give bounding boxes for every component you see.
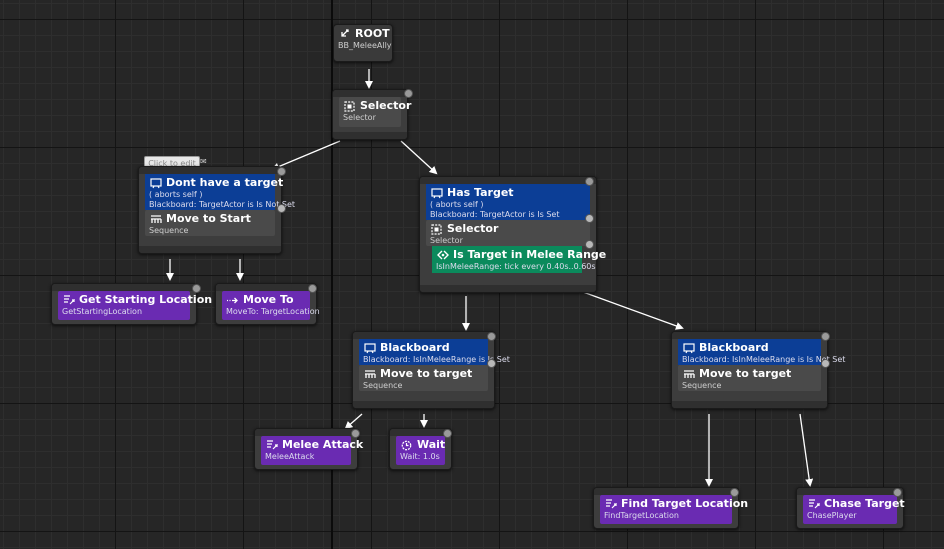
has-target-selector-pin[interactable] (585, 240, 594, 249)
no-target-decorator-title: Dont have a target (166, 176, 284, 189)
melee-attack-title: Melee Attack (282, 438, 364, 451)
selector-main-title: Selector (360, 99, 412, 112)
in-range-decorator-pin[interactable] (487, 359, 496, 368)
not-in-range-pin-top[interactable] (821, 332, 830, 341)
wire-selector-hastarget (400, 140, 438, 175)
root-title: ROOT (355, 27, 390, 40)
chase-target-subtitle: ChasePlayer (807, 511, 857, 520)
blackboard-icon (363, 342, 376, 354)
service-title: Is Target in Melee Range (453, 248, 607, 261)
sequence-icon (149, 213, 162, 225)
wire-has-notinrange (582, 291, 684, 330)
find-target-location-node[interactable]: Find Target Location FindTargetLocation (593, 487, 748, 529)
root-icon (338, 28, 351, 40)
not-in-range-sequence-title: Move to target (699, 367, 792, 380)
has-target-selector-subtitle: Selector (430, 236, 463, 245)
melee-attack-subtitle: MeleeAttack (265, 452, 315, 461)
move-to-icon (226, 294, 239, 306)
in-range-sequence-title: Move to target (380, 367, 473, 380)
move-to-pin[interactable] (308, 284, 317, 293)
task-icon (604, 498, 617, 510)
service-subtitle: IsInMeleeRange: tick every 0.40s..0.60s (436, 262, 596, 271)
move-to-title: Move To (243, 293, 294, 306)
task-icon (807, 498, 820, 510)
not-in-range-decorator-pin[interactable] (821, 359, 830, 368)
has-target-aborts: ( aborts self ) (430, 200, 484, 209)
chase-target-pin[interactable] (893, 488, 902, 497)
blackboard-icon (149, 177, 162, 189)
melee-attack-pin[interactable] (351, 429, 360, 438)
in-range-condition: Blackboard: IsInMeleeRange is Is Set (363, 355, 510, 364)
move-to-start-subtitle: Sequence (149, 226, 189, 235)
not-in-range-decorator-title: Blackboard (699, 341, 769, 354)
selector-node-main[interactable]: Selector Selector (332, 89, 413, 140)
find-target-location-title: Find Target Location (621, 497, 749, 510)
selector-icon (343, 100, 356, 112)
service-icon (436, 249, 449, 261)
melee-attack-node[interactable]: Melee Attack MeleeAttack (254, 428, 363, 470)
find-target-location-pin[interactable] (730, 488, 739, 497)
not-in-range-condition: Blackboard: IsInMeleeRange is Is Not Set (682, 355, 846, 364)
wire-inrange-melee (344, 413, 363, 430)
root-subtitle: BB_MeleeAlly (338, 41, 392, 50)
chase-target-title: Chase Target (824, 497, 905, 510)
move-to-start-title: Move to Start (166, 212, 251, 225)
comment-icon: ✉ (200, 157, 207, 166)
has-target-node[interactable]: Has Target ( aborts self ) Blackboard: T… (419, 176, 606, 293)
no-target-aborts: ( aborts self ) (149, 190, 203, 199)
wait-icon (400, 439, 413, 451)
move-to-node[interactable]: Move To MoveTo: TargetLocation (215, 283, 320, 325)
blackboard-icon (430, 187, 443, 199)
wait-node[interactable]: Wait Wait: 1.0s (389, 428, 452, 470)
no-target-pin-top[interactable] (277, 167, 286, 176)
in-range-sequence-node[interactable]: Blackboard Blackboard: IsInMeleeRange is… (352, 331, 510, 409)
get-starting-location-title: Get Starting Location (79, 293, 213, 306)
wait-title: Wait (417, 438, 446, 451)
sequence-icon (363, 368, 376, 380)
sequence-icon (682, 368, 695, 380)
wire-notinrange-chase (799, 413, 814, 487)
in-range-sequence-subtitle: Sequence (363, 381, 403, 390)
task-icon (265, 439, 278, 451)
has-target-decorator-pin[interactable] (585, 214, 594, 223)
wire-selector-notarget (271, 140, 341, 171)
in-range-pin-top[interactable] (487, 332, 496, 341)
move-to-start-node[interactable]: Dont have a target ( aborts self ) Black… (138, 166, 296, 254)
get-starting-location-pin[interactable] (192, 284, 201, 293)
no-target-condition: Blackboard: TargetActor is Is Not Set (149, 200, 296, 209)
graph-axis-line (331, 0, 333, 549)
has-target-title: Has Target (447, 186, 514, 199)
get-starting-location-subtitle: GetStartingLocation (62, 307, 143, 316)
get-starting-location-node[interactable]: Get Starting Location GetStartingLocatio… (51, 283, 212, 325)
in-range-decorator-title: Blackboard (380, 341, 450, 354)
has-target-selector-title: Selector (447, 222, 499, 235)
has-target-condition: Blackboard: TargetActor is Is Set (430, 210, 560, 219)
task-icon (62, 294, 75, 306)
not-in-range-sequence-node[interactable]: Blackboard Blackboard: IsInMeleeRange is… (671, 331, 846, 409)
has-target-pin-top[interactable] (585, 177, 594, 186)
move-to-subtitle: MoveTo: TargetLocation (226, 307, 320, 316)
chase-target-node[interactable]: Chase Target ChasePlayer (796, 487, 905, 529)
find-target-location-subtitle: FindTargetLocation (604, 511, 679, 520)
wait-pin[interactable] (443, 429, 452, 438)
selector-icon (430, 223, 443, 235)
no-target-decorator-pin[interactable] (277, 204, 286, 213)
selector-main-subtitle: Selector (343, 113, 376, 122)
root-node[interactable]: ROOT BB_MeleeAlly (333, 24, 393, 62)
wait-subtitle: Wait: 1.0s (400, 452, 440, 461)
not-in-range-sequence-subtitle: Sequence (682, 381, 722, 390)
selector-main-pin[interactable] (404, 89, 413, 98)
blackboard-icon (682, 342, 695, 354)
